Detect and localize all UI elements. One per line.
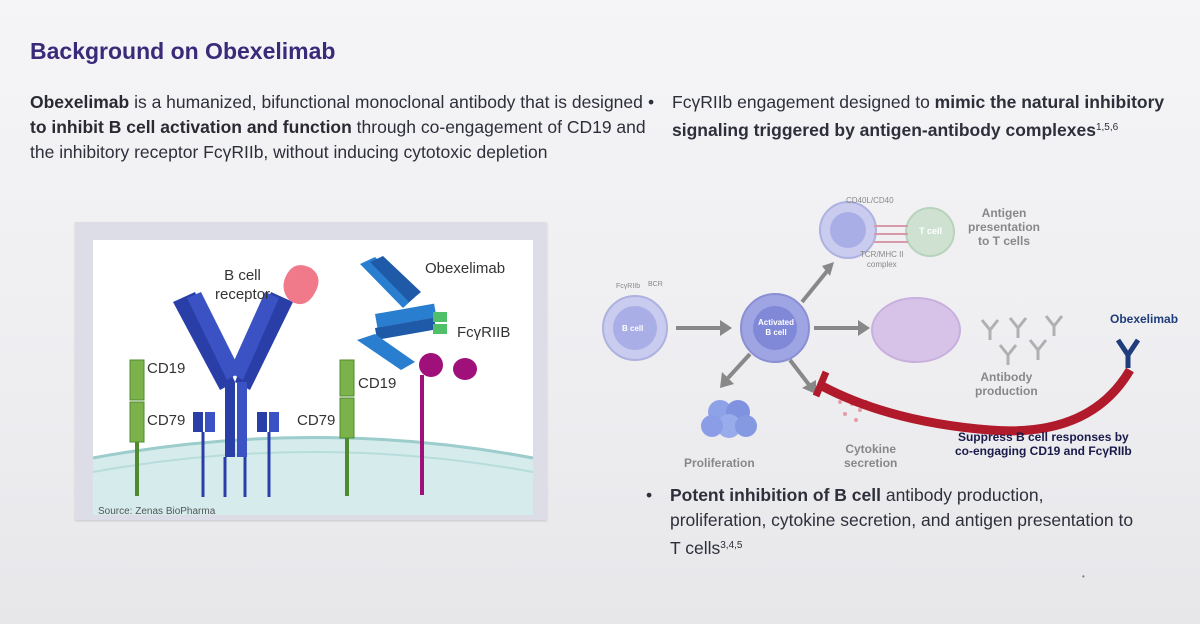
bullet1-text: FcγRIIb engagement designed to [672, 92, 935, 112]
bullet-fcgriib: • FcγRIIb engagement designed to mimic t… [648, 90, 1172, 143]
cd19-left-label: CD19 [147, 360, 186, 377]
cd79-right-label: CD79 [297, 412, 336, 429]
tcr-label-line2: complex [866, 260, 897, 269]
antigen-presentation-label: Antigen presentation to T cells [968, 206, 1040, 248]
tcr-label: TCR/MHC II complex [860, 250, 904, 270]
bullet-dot: • [648, 92, 655, 112]
bcell-center-label: B cell [622, 324, 644, 333]
pathway-diagram [602, 201, 1141, 438]
intro-drug-name: Obexelimab [30, 92, 130, 112]
membrane-outer-line [92, 436, 534, 460]
activated-bcell-label: Activated B cell [758, 318, 794, 338]
b-cell-receptor [173, 292, 293, 497]
obexelimab-right-label: Obexelimab [1110, 312, 1179, 326]
arrow-to-activated [676, 320, 732, 336]
proliferation-label: Proliferation [684, 456, 755, 470]
bullet2-text: antibody production, proliferation, cyto… [670, 485, 1134, 558]
membrane-inner-line [92, 451, 534, 473]
antibody-icons [980, 315, 1064, 365]
antigen-shape [283, 265, 319, 305]
figure-source: Source: Zenas BioPharma [98, 506, 216, 517]
cd19-left-receptor [129, 359, 145, 496]
antigen-line2: presentation [968, 220, 1041, 234]
antibody-production-label: Antibody production [975, 370, 1038, 398]
cytokine-label: Cytokine secretion [844, 442, 897, 470]
cd19-right-label: CD19 [358, 375, 397, 392]
cd40-label: CD40L/CD40 [846, 196, 894, 205]
activated-b-cell-icon [740, 293, 810, 363]
antigen-line1: Antigen [981, 206, 1027, 220]
antigen-line3: to T cells [978, 234, 1031, 248]
bullet-dot: • [646, 485, 653, 505]
suppress-line2: co-engaging CD19 and FcγRIIb [955, 444, 1132, 458]
fcgriib-label: FcγRIIB [457, 324, 511, 341]
bullet2-refs: 3,4,5 [720, 540, 743, 551]
fcgriib-receptor [419, 353, 477, 495]
tcr-label-line1: TCR/MHC II [860, 250, 904, 259]
slide-title: Background on Obexelimab [30, 38, 336, 64]
suppress-label: Suppress B cell responses by co-engaging… [955, 430, 1132, 458]
suppress-line1: Suppress B cell responses by [957, 430, 1129, 444]
mechanism-figure: B cell receptor Obexelimab FcγRIIB CD19 … [75, 222, 547, 520]
intro-bold-phrase: to inhibit B cell activation and functio… [30, 117, 352, 137]
activated-line2: B cell [765, 328, 787, 337]
cd19-right-receptor [339, 359, 355, 496]
proliferation-cluster [701, 400, 757, 438]
tcell-label: T cell [919, 226, 943, 236]
antigen-presentation-cells [819, 201, 955, 259]
arrow-to-antigen [800, 262, 834, 304]
bcr-label: B cell receptor [215, 266, 270, 304]
bullet1-refs: 1,5,6 [1095, 122, 1119, 133]
bcr-small-label: BCR [648, 281, 663, 288]
obexelimab-label: Obexelimab [425, 260, 506, 277]
plasma-cell-icon [871, 297, 961, 363]
intro-text-2: through co-engagement of CD19 and the in… [30, 117, 646, 162]
bullet2-bold: Potent inhibition of B cell [670, 485, 881, 505]
arrow-to-proliferation [720, 352, 752, 388]
cytokine-line2: secretion [844, 456, 898, 470]
arrow-to-cytokine [788, 358, 816, 394]
footer-mark: • [1082, 572, 1085, 581]
obexelimab-antibody [357, 256, 447, 370]
inhibition-bar [812, 370, 830, 398]
obexelimab-icon [1115, 338, 1141, 368]
b-cell-icon [602, 295, 668, 361]
bullet1-bold: mimic the natural inhibitory signaling t… [672, 92, 1165, 140]
cytokine-line1: Cytokine [845, 442, 897, 456]
mechanism-diagram [92, 240, 534, 515]
cd79-left-label: CD79 [147, 412, 186, 429]
bcr-label-line1: B cell [224, 267, 261, 284]
fcgriib-small-label: FcγRIIb [616, 283, 641, 290]
intro-paragraph: Obexelimab is a humanized, bifunctional … [30, 90, 650, 165]
activated-line1: Activated [758, 318, 795, 327]
antibody-line1: Antibody [980, 370, 1033, 384]
inhibition-arc [819, 367, 1134, 436]
cell-membrane-fill [93, 437, 533, 515]
arrow-to-plasma [814, 320, 870, 336]
bcr-label-line2: receptor [215, 286, 271, 303]
bullet-potent-inhibition: • Potent inhibition of B cell antibody p… [646, 483, 1140, 561]
antibody-line2: production [975, 384, 1038, 398]
intro-text-1: is a humanized, bifunctional monoclonal … [129, 92, 643, 112]
